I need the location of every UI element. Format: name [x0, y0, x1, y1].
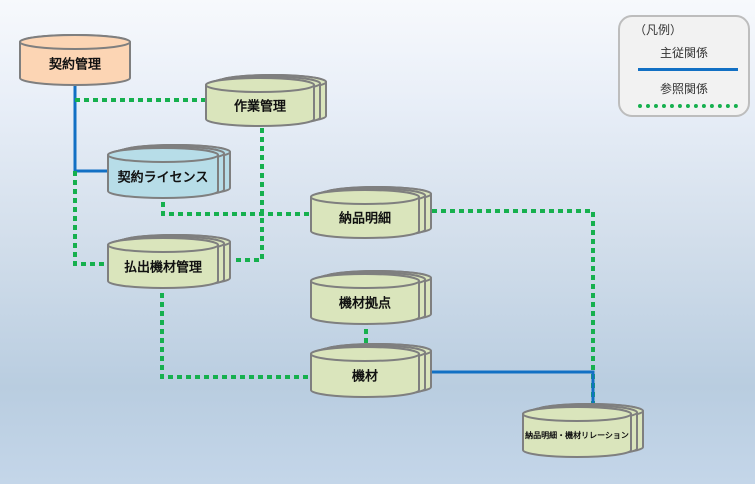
edge-work-payout-reference: [232, 119, 264, 262]
node-label: 契約管理: [48, 57, 101, 73]
node-label: 納品明細・機材リレーション: [525, 430, 629, 440]
legend-title: （凡例）: [634, 23, 683, 37]
node-work[interactable]: 作業管理: [205, 74, 327, 127]
legend-box: （凡例） 主従関係 参照関係: [618, 15, 750, 117]
node-label: 機材拠点: [339, 296, 391, 312]
legend-ref-relation-label: 参照関係: [659, 82, 708, 96]
edge-delivery-relation-reference: [432, 209, 595, 408]
node-contract[interactable]: 契約管理: [19, 34, 131, 86]
legend-main-relation-line: [638, 68, 738, 71]
node-label: 機材: [352, 369, 378, 385]
edge-payout-equipment-reference: [160, 284, 311, 379]
node-equipment[interactable]: 機材: [310, 343, 432, 398]
edge-license-delivery-reference: [161, 193, 311, 216]
node-license[interactable]: 契約ライセンス: [107, 144, 231, 199]
edge-contract-payout-reference: [73, 171, 108, 266]
node-label: 契約ライセンス: [117, 170, 209, 186]
node-label: 払出機材管理: [124, 260, 202, 276]
node-label: 納品明細: [339, 211, 391, 227]
node-delivery[interactable]: 納品明細: [310, 186, 432, 239]
node-payout[interactable]: 払出機材管理: [107, 234, 231, 289]
node-relation[interactable]: 納品明細・機材リレーション: [522, 403, 644, 458]
node-label: 作業管理: [234, 99, 286, 115]
node-site[interactable]: 機材拠点: [310, 270, 432, 325]
legend-ref-relation-line: [638, 104, 738, 108]
edge-equipment-relation-main: [432, 370, 595, 408]
legend-main-relation-label: 主従関係: [659, 46, 708, 60]
edge-contract-license-main: [73, 82, 108, 173]
